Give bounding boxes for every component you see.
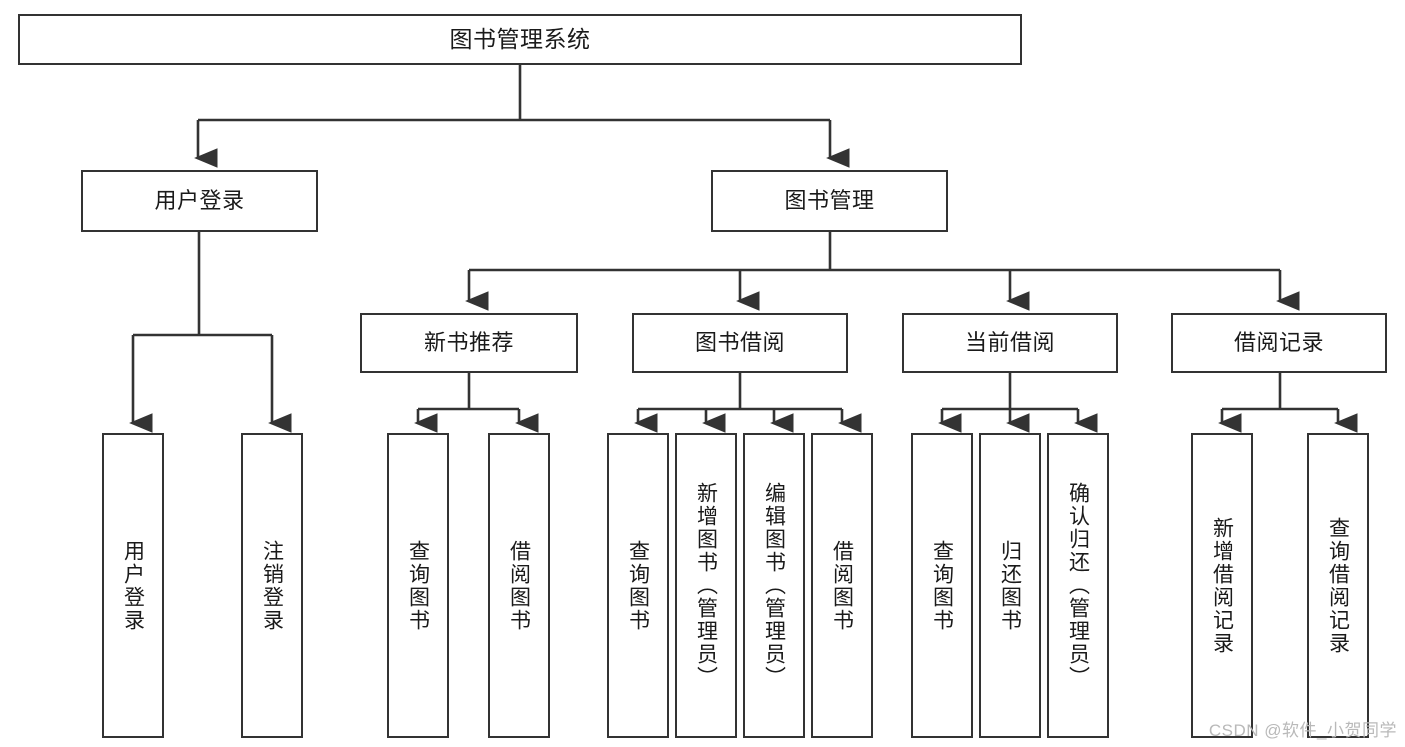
node-leaf-query-book-3[interactable]: 查询图书: [911, 433, 973, 738]
node-leaf-query-book-1-label: 查询图书: [406, 539, 430, 632]
node-current-borrow-label: 当前借阅: [964, 330, 1055, 356]
node-leaf-borrow-book-1-label: 借阅图书: [507, 539, 531, 632]
node-leaf-add-record-label: 新增借阅记录: [1210, 516, 1234, 655]
node-book-management[interactable]: 图书管理: [711, 170, 948, 232]
node-new-book-recommend-label: 新书推荐: [423, 330, 514, 356]
node-leaf-query-book-2-label: 查询图书: [626, 539, 650, 632]
node-root[interactable]: 图书管理系统: [18, 14, 1022, 65]
node-leaf-query-record-label: 查询借阅记录: [1326, 516, 1350, 655]
node-leaf-confirm-return-label: 确认归还（管理员）: [1066, 482, 1090, 689]
node-leaf-query-book-2[interactable]: 查询图书: [607, 433, 669, 738]
node-book-borrow[interactable]: 图书借阅: [632, 313, 848, 373]
node-borrow-record-label: 借阅记录: [1233, 330, 1324, 356]
node-root-label: 图书管理系统: [449, 25, 591, 52]
node-leaf-user-login-label: 用户登录: [121, 539, 145, 632]
node-leaf-return-book[interactable]: 归还图书: [979, 433, 1041, 738]
node-leaf-user-logout[interactable]: 注销登录: [241, 433, 303, 738]
node-user-login-label: 用户登录: [154, 188, 245, 214]
node-leaf-query-book-1[interactable]: 查询图书: [387, 433, 449, 738]
node-book-management-label: 图书管理: [784, 188, 875, 214]
node-book-borrow-label: 图书借阅: [694, 330, 785, 356]
node-user-login[interactable]: 用户登录: [81, 170, 318, 232]
node-leaf-edit-book-label: 编辑图书（管理员）: [762, 482, 786, 689]
watermark-text: CSDN @软件_小贺同学: [1208, 721, 1397, 740]
node-borrow-record[interactable]: 借阅记录: [1171, 313, 1387, 373]
node-leaf-user-login[interactable]: 用户登录: [102, 433, 164, 738]
node-leaf-confirm-return[interactable]: 确认归还（管理员）: [1047, 433, 1109, 738]
node-new-book-recommend[interactable]: 新书推荐: [360, 313, 578, 373]
node-leaf-borrow-book-2[interactable]: 借阅图书: [811, 433, 873, 738]
node-leaf-edit-book[interactable]: 编辑图书（管理员）: [743, 433, 805, 738]
node-leaf-query-record[interactable]: 查询借阅记录: [1307, 433, 1369, 738]
node-leaf-borrow-book-2-label: 借阅图书: [830, 539, 854, 632]
node-leaf-return-book-label: 归还图书: [998, 539, 1022, 632]
node-leaf-user-logout-label: 注销登录: [260, 539, 284, 632]
node-leaf-add-book-label: 新增图书（管理员）: [694, 482, 718, 689]
node-leaf-query-book-3-label: 查询图书: [930, 539, 954, 632]
node-leaf-borrow-book-1[interactable]: 借阅图书: [488, 433, 550, 738]
node-current-borrow[interactable]: 当前借阅: [902, 313, 1118, 373]
node-leaf-add-record[interactable]: 新增借阅记录: [1191, 433, 1253, 738]
node-leaf-add-book[interactable]: 新增图书（管理员）: [675, 433, 737, 738]
